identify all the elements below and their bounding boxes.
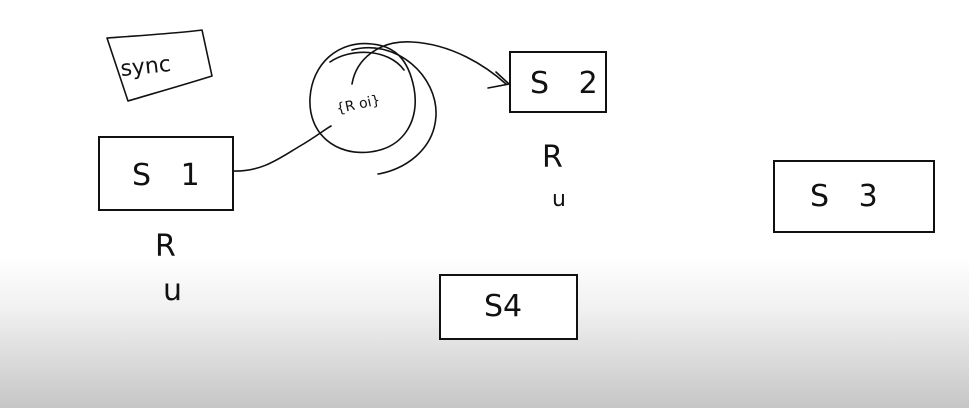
- server-s2-label: S 2: [530, 66, 608, 101]
- sync-note: sync: [106, 29, 213, 102]
- sync-note-label: sync: [119, 52, 172, 82]
- replication-bubble-label: {R oi}: [335, 92, 382, 117]
- server-s3: S 3: [773, 160, 935, 233]
- server-s2-r-label: R: [542, 140, 563, 175]
- server-s1-r-label: R: [155, 229, 176, 264]
- server-s3-label: S 3: [810, 179, 888, 214]
- server-s2-u-label: u: [552, 187, 566, 212]
- server-s1-label: S 1: [132, 158, 210, 193]
- server-s1-u-label: u: [163, 273, 182, 308]
- server-s2: S 2 R u: [509, 51, 608, 212]
- replication-bubble: {R oi}: [309, 42, 437, 175]
- server-s1: S 1 R u: [98, 136, 234, 308]
- connector-s1-bubble: [232, 125, 332, 172]
- server-s4-label: S4: [484, 289, 522, 324]
- server-s4: S4: [439, 274, 578, 340]
